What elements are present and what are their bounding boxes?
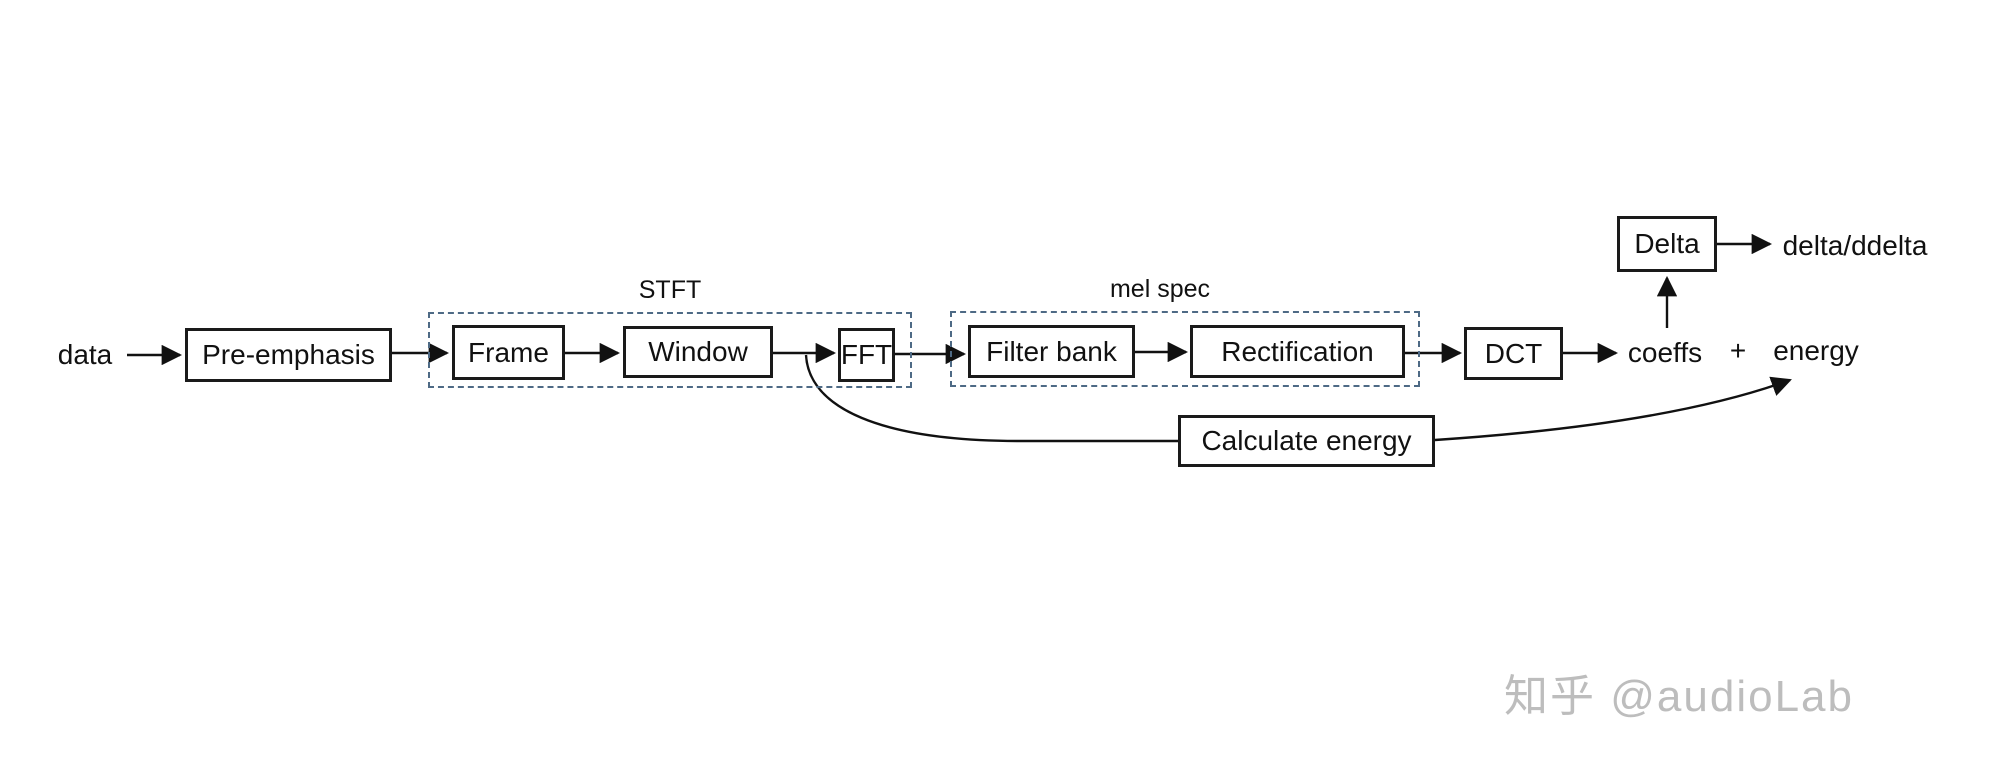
fft-node: FFT [838, 328, 895, 382]
delta-node: Delta [1617, 216, 1717, 272]
stft-group-label: STFT [638, 276, 702, 304]
frame-node: Frame [452, 325, 565, 380]
dct-node: DCT [1464, 327, 1563, 380]
pre-emphasis-node: Pre-emphasis [185, 328, 392, 382]
rectification-node: Rectification [1190, 325, 1405, 378]
mel-spec-group-label: mel spec [1109, 275, 1211, 303]
energy-label: energy [1773, 335, 1859, 366]
zhihu-watermark: 知乎 @audioLab [1504, 672, 1854, 721]
curve-fft-branch-to-calculate-energy [804, 354, 1178, 443]
curve-calculate-energy-to-energy [1434, 376, 1792, 442]
window-node: Window [623, 326, 773, 378]
coeffs-label: coeffs [1627, 337, 1703, 368]
delta-ddelta-label: delta/ddelta [1782, 230, 1928, 261]
plus-label: + [1729, 335, 1747, 366]
stft-group-box [428, 312, 912, 388]
calculate-energy-node: Calculate energy [1178, 415, 1435, 467]
data-input-label: data [57, 339, 113, 370]
filter-bank-node: Filter bank [968, 325, 1135, 378]
mel-spec-group-box [950, 311, 1420, 387]
